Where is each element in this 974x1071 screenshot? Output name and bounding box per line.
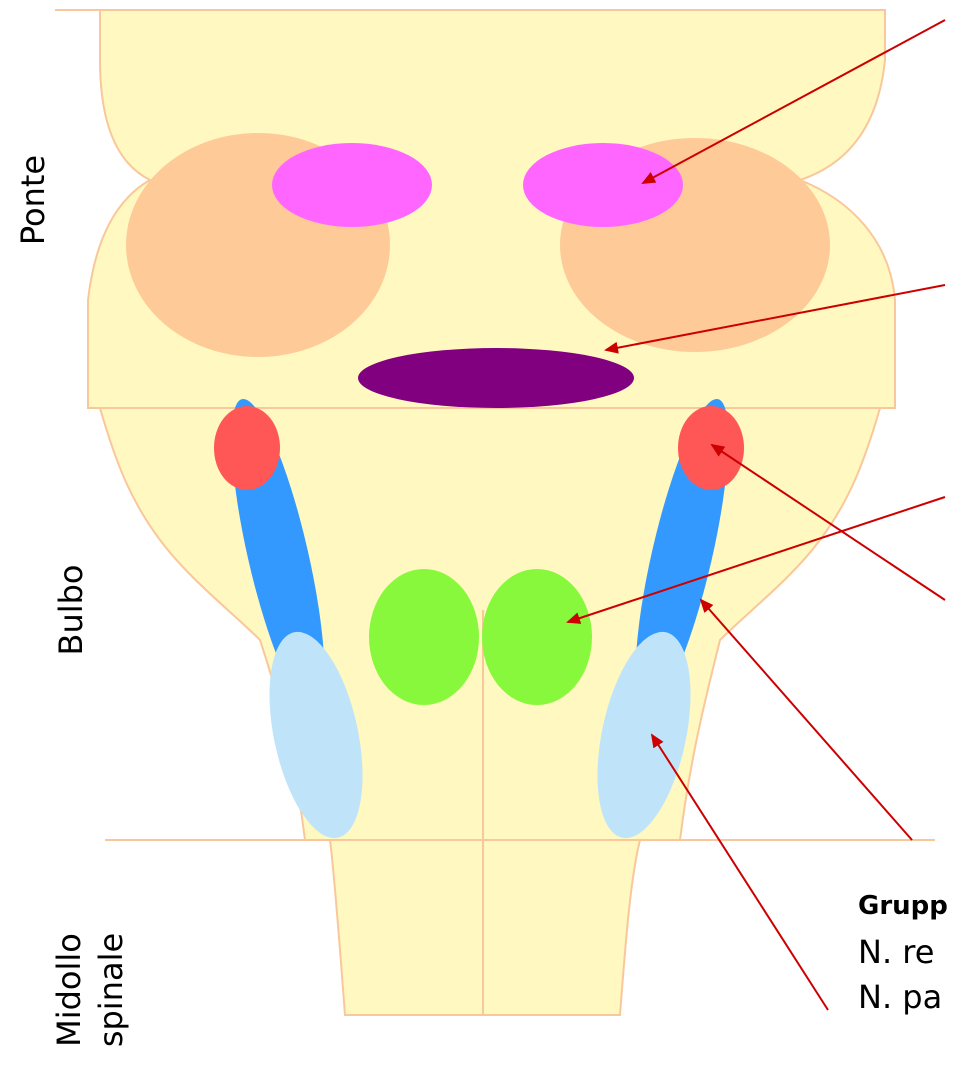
pink-nucleus-left: [272, 143, 432, 227]
pink-nucleus-right: [523, 143, 683, 227]
red-nucleus-right: [678, 406, 744, 490]
arrow-light-blue-nucleus: [652, 735, 828, 1010]
region-label-spinal-cord-line1: Midollo: [50, 933, 88, 1047]
region-label-pons: Ponte: [14, 155, 52, 245]
purple-nucleus: [358, 348, 634, 408]
group-heading: Grupp: [858, 891, 948, 921]
arrow-blue-column: [701, 600, 912, 840]
green-nucleus-right: [482, 569, 592, 705]
label-line2: N. pa: [858, 978, 942, 1016]
green-nucleus-left: [369, 569, 479, 705]
red-nucleus-left: [214, 406, 280, 490]
region-label-medulla: Bulbo: [52, 564, 90, 655]
region-label-spinal-cord-line2: spinale: [92, 933, 130, 1047]
label-line1: N. re: [858, 933, 934, 971]
